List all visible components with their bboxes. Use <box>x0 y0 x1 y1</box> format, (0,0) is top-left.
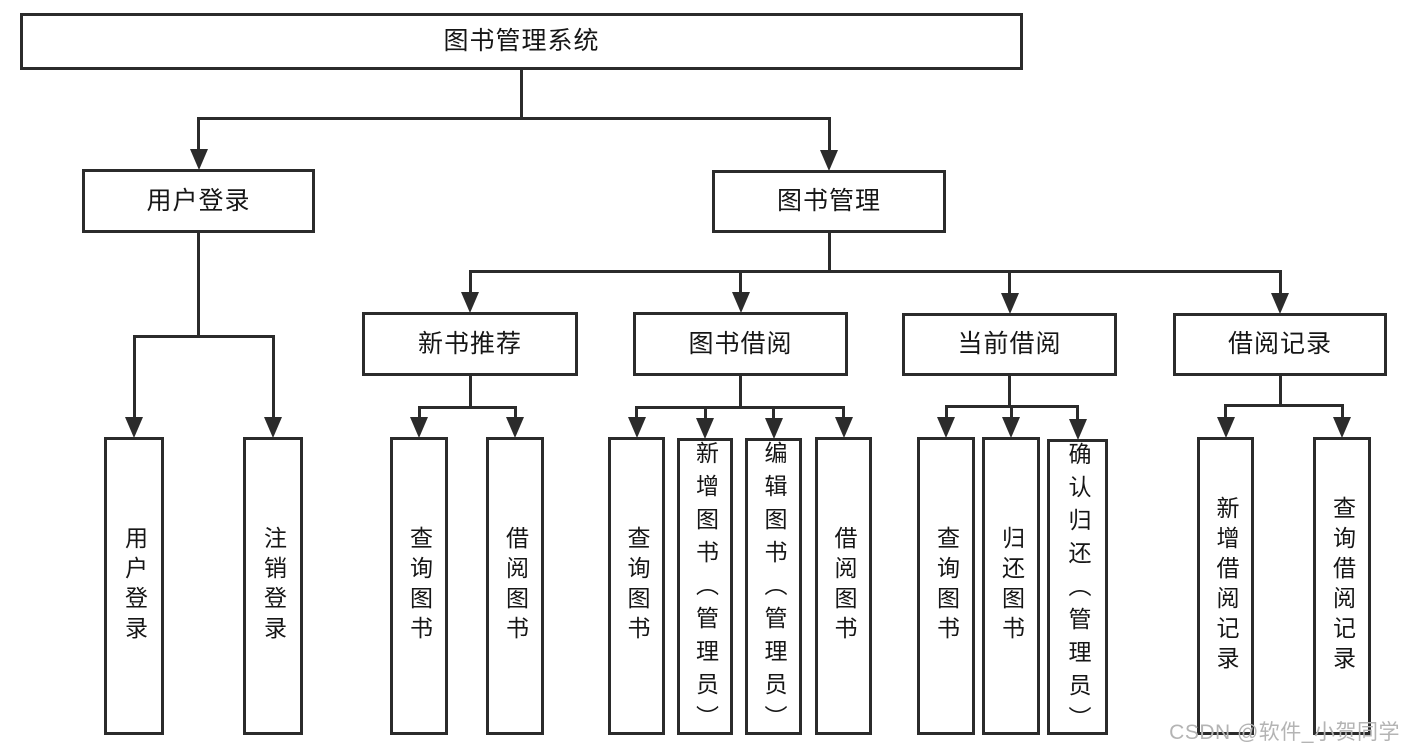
connector-line <box>739 271 742 293</box>
node-label-confirm-return-admin: 确认归还（管理员） <box>1065 442 1091 739</box>
arrow-head-icon <box>461 292 479 313</box>
connector-line <box>513 407 517 418</box>
arrow-head-icon <box>731 292 750 313</box>
node-return-books: 归还图书 <box>982 437 1040 735</box>
arrow-head-icon <box>410 417 428 438</box>
arrow-head-icon <box>1002 417 1020 438</box>
connector-line <box>703 407 707 419</box>
connector-line <box>271 336 275 418</box>
arrow-head-icon <box>937 417 955 438</box>
node-edit-books-admin: 编辑图书（管理员） <box>745 438 802 738</box>
node-label-query-books-borrow: 查询图书 <box>624 526 650 646</box>
connector-line <box>842 407 845 418</box>
node-borrow-books: 借阅图书 <box>815 437 872 735</box>
arrow-head-icon <box>1068 419 1087 440</box>
node-label-book-management: 图书管理 <box>776 187 881 215</box>
node-user-login-action: 用户登录 <box>104 437 164 735</box>
node-label-borrow-books: 借阅图书 <box>831 526 857 646</box>
connector-line <box>827 118 831 151</box>
node-label-add-books-admin: 新增图书（管理员） <box>692 441 719 738</box>
connector-line <box>1340 405 1344 418</box>
connector-line <box>635 405 845 409</box>
connector-line <box>1008 271 1011 294</box>
node-current-borrowing: 当前借阅 <box>902 313 1117 376</box>
node-label-edit-books-admin: 编辑图书（管理员） <box>761 441 787 738</box>
connector-line <box>468 269 1282 273</box>
node-query-books-current: 查询图书 <box>917 437 975 735</box>
arrow-head-icon <box>627 417 646 438</box>
node-confirm-return-admin: 确认归还（管理员） <box>1047 439 1108 739</box>
node-logout-action: 注销登录 <box>243 437 303 735</box>
node-label-add-borrowing-record: 新增借阅记录 <box>1213 496 1239 676</box>
node-label-query-books-recommend: 查询图书 <box>406 526 433 646</box>
connector-line <box>417 407 421 418</box>
arrow-head-icon <box>189 149 208 170</box>
connector-line <box>772 407 775 419</box>
watermark: CSDN @软件_小贺同学 <box>1169 721 1400 744</box>
arrow-head-icon <box>764 418 783 439</box>
node-label-book-borrowing: 图书借阅 <box>688 329 793 358</box>
connector-line <box>1224 405 1227 418</box>
connector-line <box>132 334 275 338</box>
node-label-borrow-books-recommend: 借阅图书 <box>502 526 529 646</box>
arrow-head-icon <box>125 417 143 438</box>
connector-line <box>1009 406 1013 418</box>
node-borrowing-records: 借阅记录 <box>1173 313 1387 376</box>
node-query-borrowing-record: 查询借阅记录 <box>1313 437 1371 735</box>
arrow-head-icon <box>820 150 838 171</box>
arrow-head-icon <box>1000 293 1019 314</box>
connector-line <box>944 406 948 418</box>
connector-line <box>1008 376 1011 406</box>
node-query-books-recommend: 查询图书 <box>390 437 448 735</box>
connector-line <box>132 336 136 418</box>
node-book-management: 图书管理 <box>712 170 946 233</box>
node-label-return-books: 归还图书 <box>998 526 1025 646</box>
arrow-head-icon <box>264 417 282 438</box>
connector-line <box>1076 406 1079 420</box>
arrow-head-icon <box>1333 417 1351 438</box>
node-user-login: 用户登录 <box>82 169 315 233</box>
node-library-management-system: 图书管理系统 <box>20 13 1023 70</box>
connector-line <box>197 116 831 120</box>
node-add-books-admin: 新增图书（管理员） <box>677 438 733 738</box>
connector-line <box>197 118 200 150</box>
arrow-head-icon <box>696 418 714 439</box>
node-label-query-borrowing-record: 查询借阅记录 <box>1329 496 1356 676</box>
node-label-library-management-system: 图书管理系统 <box>443 27 600 55</box>
connector-line <box>739 376 742 407</box>
node-label-borrowing-records: 借阅记录 <box>1227 330 1332 358</box>
arrow-head-icon <box>1271 293 1289 314</box>
connector-line <box>197 233 200 336</box>
node-add-borrowing-record: 新增借阅记录 <box>1197 437 1254 735</box>
connector-line <box>635 407 638 418</box>
connector-line <box>1278 271 1282 294</box>
node-label-user-login: 用户登录 <box>146 186 251 215</box>
node-label-new-book-recommendation: 新书推荐 <box>417 329 522 358</box>
connector-line <box>1278 376 1282 405</box>
node-query-books-borrow: 查询图书 <box>608 437 665 735</box>
arrow-head-icon <box>506 417 524 438</box>
node-new-book-recommendation: 新书推荐 <box>362 312 578 376</box>
connector-line <box>1224 403 1344 407</box>
connector-line <box>520 70 523 118</box>
arrow-head-icon <box>834 417 853 438</box>
node-label-current-borrowing: 当前借阅 <box>957 330 1062 358</box>
node-label-logout-action: 注销登录 <box>260 526 287 646</box>
connector-line <box>417 405 517 409</box>
connector-line <box>468 376 472 407</box>
node-book-borrowing: 图书借阅 <box>633 312 848 376</box>
node-label-user-login-action: 用户登录 <box>121 526 148 646</box>
arrow-head-icon <box>1216 417 1235 438</box>
connector-line <box>468 271 472 293</box>
node-label-query-books-current: 查询图书 <box>933 526 960 646</box>
node-borrow-books-recommend: 借阅图书 <box>486 437 544 735</box>
connector-line <box>827 233 831 271</box>
